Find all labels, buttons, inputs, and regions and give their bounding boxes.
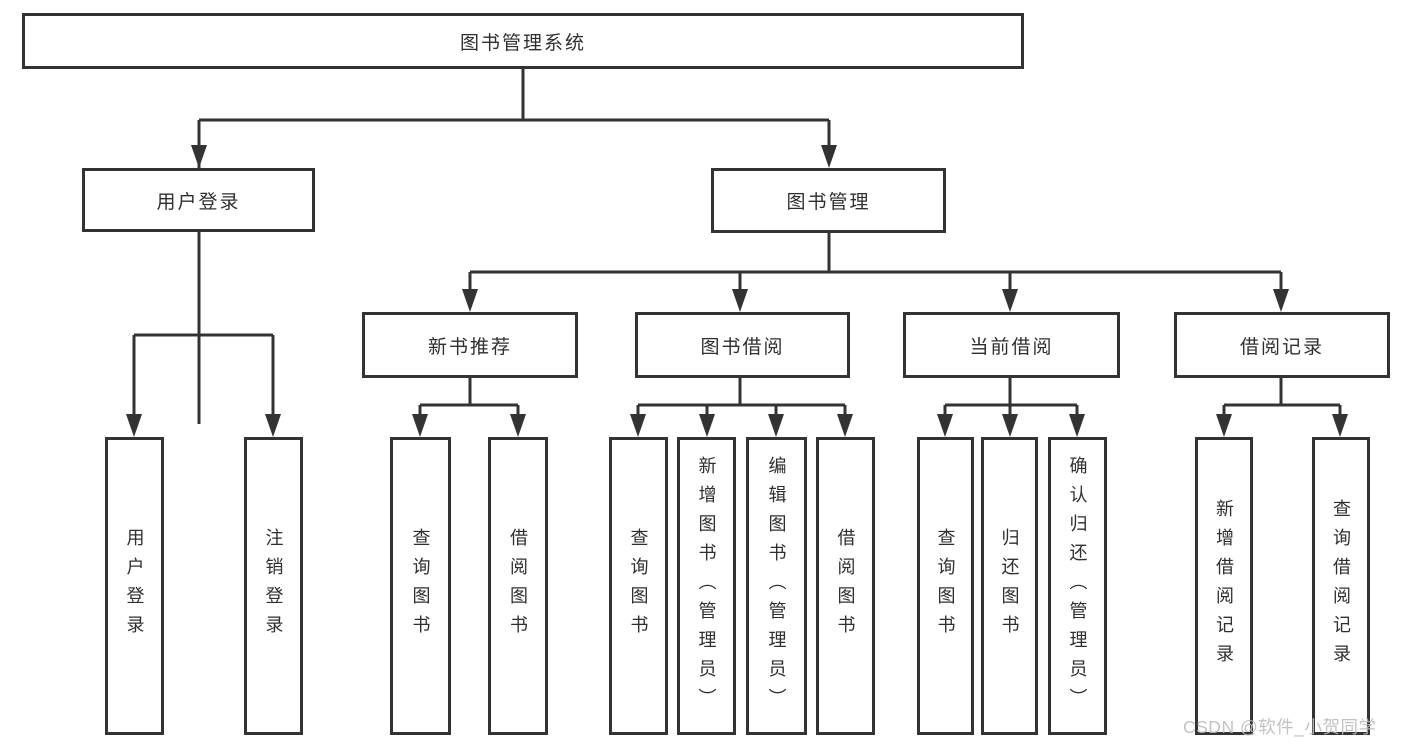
arrow-to-borrow-records bbox=[1273, 289, 1289, 312]
node-current-borrow-label: 当前借阅 bbox=[969, 336, 1054, 358]
node-user-login: 用户登录 bbox=[82, 168, 315, 232]
arrow-to-leaf-query-books-b bbox=[630, 414, 646, 437]
leaf-user-login-label: 用户登录 bbox=[124, 528, 145, 644]
connector-newbook-to-leaves bbox=[418, 378, 520, 424]
arrow-to-leaf-add-books bbox=[699, 414, 715, 437]
leaf-query-books-borrow: 查询图书 bbox=[609, 437, 668, 735]
leaf-borrow-books-recommend: 借阅图书 bbox=[488, 437, 548, 735]
leaf-query-borrow-record-label: 查询借阅记录 bbox=[1331, 499, 1351, 673]
leaf-query-books-current-label: 查询图书 bbox=[935, 528, 956, 644]
leaf-edit-books-admin-label: 编辑图书（管理员） bbox=[766, 455, 787, 717]
node-new-book-recommend-label: 新书推荐 bbox=[427, 336, 512, 358]
node-book-borrow-label: 图书借阅 bbox=[700, 336, 785, 358]
node-book-management-label: 图书管理 bbox=[786, 192, 871, 213]
connector-bookborrow-to-leaves bbox=[636, 378, 847, 424]
leaf-add-borrow-record: 新增借阅记录 bbox=[1195, 437, 1253, 735]
leaf-return-books: 归还图书 bbox=[981, 437, 1038, 735]
arrow-to-leaf-borrow-books-b bbox=[837, 414, 853, 437]
arrow-to-book-management bbox=[821, 145, 837, 168]
arrow-to-leaf-add-record bbox=[1216, 414, 1232, 437]
arrow-to-user-login bbox=[191, 145, 207, 168]
arrow-to-leaf-logout bbox=[265, 414, 281, 437]
arrow-to-leaf-borrow-books-a bbox=[510, 414, 526, 437]
leaf-add-books-admin-label: 新增图书（管理员） bbox=[696, 455, 717, 717]
node-user-login-label: 用户登录 bbox=[156, 191, 241, 213]
connector-borrowrecord-to-leaves bbox=[1222, 378, 1342, 424]
leaf-add-borrow-record-label: 新增借阅记录 bbox=[1214, 499, 1234, 673]
node-new-book-recommend: 新书推荐 bbox=[362, 312, 578, 378]
node-book-borrow: 图书借阅 bbox=[635, 312, 850, 378]
leaf-borrow-books-label: 借阅图书 bbox=[835, 528, 856, 644]
leaf-add-books-admin: 新增图书（管理员） bbox=[677, 437, 736, 735]
leaf-logout: 注销登录 bbox=[244, 437, 303, 735]
leaf-borrow-books-recommend-label: 借阅图书 bbox=[508, 528, 528, 644]
connector-userlogin-to-leaves bbox=[132, 232, 275, 424]
leaf-query-books-recommend-label: 查询图书 bbox=[410, 528, 431, 644]
arrow-to-leaf-confirm-return bbox=[1069, 414, 1085, 437]
arrow-to-current-borrow bbox=[1002, 289, 1018, 312]
node-borrow-records: 借阅记录 bbox=[1174, 312, 1390, 378]
node-book-management: 图书管理 bbox=[711, 168, 946, 233]
node-root-label: 图书管理系统 bbox=[459, 32, 586, 54]
arrow-to-leaf-user-login bbox=[126, 414, 142, 437]
leaf-query-books-recommend: 查询图书 bbox=[390, 437, 451, 735]
node-root: 图书管理系统 bbox=[22, 13, 1024, 69]
arrow-to-leaf-query-books-c bbox=[937, 414, 953, 437]
leaf-borrow-books: 借阅图书 bbox=[816, 437, 875, 735]
arrow-to-leaf-query-books-a bbox=[412, 414, 428, 437]
leaf-confirm-return-admin: 确认归还（管理员） bbox=[1048, 437, 1107, 735]
leaf-confirm-return-admin-label: 确认归还（管理员） bbox=[1067, 455, 1088, 717]
leaf-query-books-borrow-label: 查询图书 bbox=[628, 528, 649, 644]
leaf-user-login: 用户登录 bbox=[105, 437, 164, 735]
arrow-to-book-borrow bbox=[732, 289, 748, 312]
arrow-to-new-book-recommend bbox=[462, 289, 478, 312]
leaf-query-borrow-record: 查询借阅记录 bbox=[1312, 437, 1370, 735]
csdn-watermark: CSDN @软件_小贺同学 bbox=[1183, 717, 1377, 737]
leaf-logout-label: 注销登录 bbox=[263, 528, 284, 644]
leaf-query-books-current: 查询图书 bbox=[917, 437, 974, 735]
leaf-edit-books-admin: 编辑图书（管理员） bbox=[746, 437, 807, 735]
connector-bookmgmt-to-level3 bbox=[468, 233, 1283, 300]
node-current-borrow: 当前借阅 bbox=[903, 312, 1120, 378]
leaf-return-books-label: 归还图书 bbox=[999, 528, 1020, 644]
connector-root-to-level2 bbox=[197, 69, 831, 424]
arrowheads bbox=[126, 145, 1348, 437]
arrow-to-leaf-return-books bbox=[1002, 414, 1018, 437]
arrow-to-leaf-query-record bbox=[1332, 414, 1348, 437]
arrow-to-leaf-edit-books bbox=[768, 414, 784, 437]
node-borrow-records-label: 借阅记录 bbox=[1239, 336, 1324, 358]
